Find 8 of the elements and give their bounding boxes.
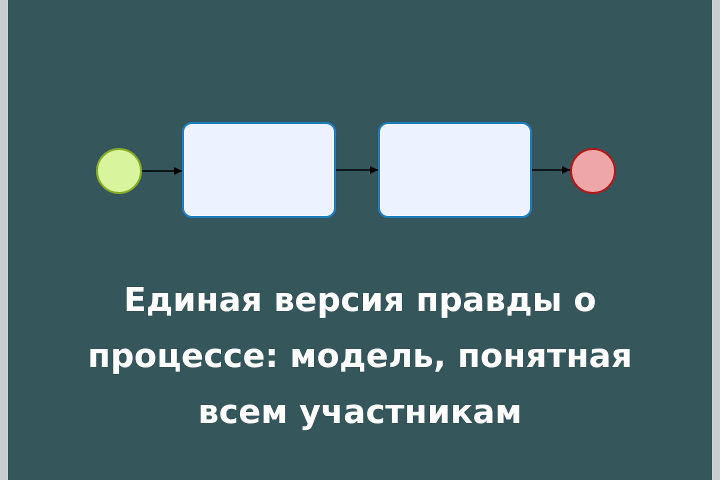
task-box [182, 122, 336, 218]
arrow [142, 167, 182, 175]
event-circle [570, 148, 616, 194]
event-circle [96, 148, 142, 194]
arrow [532, 166, 570, 174]
caption: Единая версия правды о процессе: модель, понятная всем участникам [86, 279, 634, 433]
task-box [378, 122, 532, 218]
arrow [336, 166, 378, 174]
